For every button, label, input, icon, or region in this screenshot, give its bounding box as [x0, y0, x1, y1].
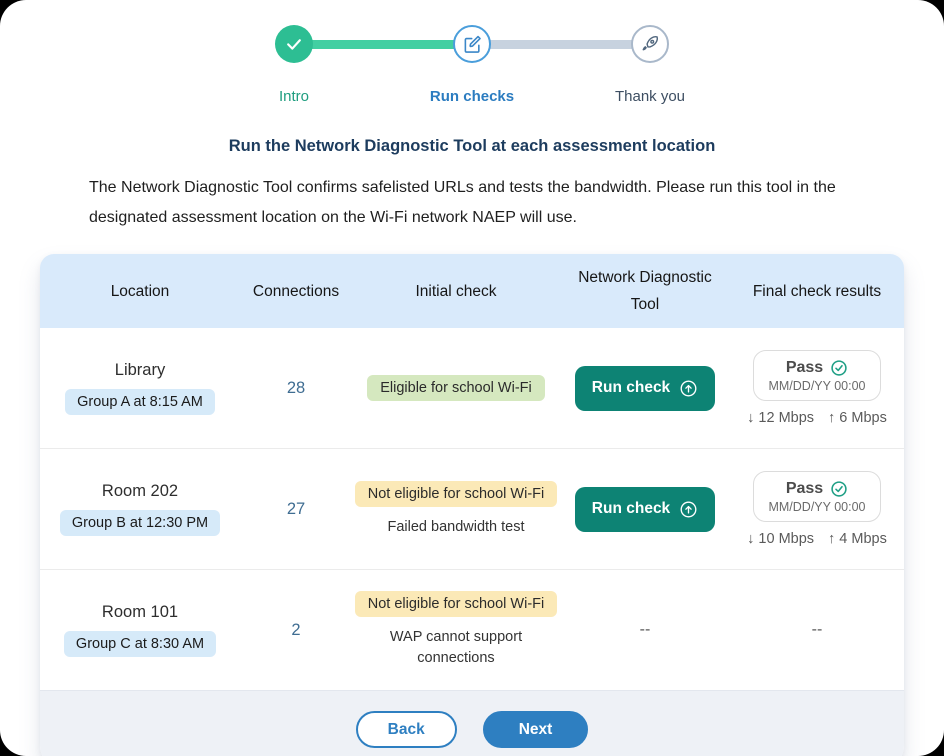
location-name: Library [114, 361, 166, 380]
final-empty-value: -- [811, 621, 823, 639]
download-speed-value: 10 Mbps [758, 531, 815, 548]
connections-count: 2 [291, 620, 301, 639]
up-arrow-icon: ↑ [828, 410, 836, 427]
step-label-thank-you: Thank you [614, 88, 686, 105]
back-button[interactable]: Back [355, 711, 457, 749]
initial-check-note: WAP cannot support connections [389, 629, 523, 667]
download-speed: ↓ 12 Mbps [747, 410, 814, 426]
connections-cell: 28 [240, 328, 352, 448]
step-label-intro: Intro [278, 88, 310, 105]
initial-check-cell: Not eligible for school Wi-Fi WAP cannot… [352, 570, 560, 690]
check-icon [284, 34, 304, 54]
result-timestamp: MM/DD/YY 00:00 [768, 500, 866, 515]
upload-speed: ↑ 6 Mbps [828, 410, 887, 426]
upload-speed: ↑ 4 Mbps [828, 531, 887, 547]
download-speed-value: 12 Mbps [758, 410, 815, 427]
location-cell: Room 101 Group C at 8:30 AM [40, 570, 240, 690]
download-speed: ↓ 10 Mbps [747, 531, 814, 547]
assessment-locations-table: Location Connections Initial check Netwo… [40, 254, 904, 756]
column-header-location: Location [110, 282, 170, 300]
location-cell: Room 202 Group B at 12:30 PM [40, 449, 240, 569]
column-header-ndt: Network Diagnostic Tool [578, 269, 712, 314]
final-check-cell: Pass MM/DD/YY 00:00 ↓ 12 Mbps ↑ 6 Mbps [730, 328, 904, 448]
location-cell: Library Group A at 8:15 AM [40, 328, 240, 448]
step-run-checks [453, 25, 491, 63]
ndt-cell: Run check [560, 328, 730, 448]
page-title: Run the Network Diagnostic Tool at each … [228, 137, 716, 155]
column-header-initial-check: Initial check [415, 282, 497, 300]
stepper: Intro Run checks Thank you [275, 25, 685, 113]
down-arrow-icon: ↓ [747, 410, 755, 427]
location-name: Room 202 [101, 482, 179, 501]
connections-cell: 2 [240, 570, 352, 690]
group-schedule-badge: Group A at 8:15 AM [65, 389, 215, 416]
initial-check-badge: Eligible for school Wi-Fi [367, 375, 545, 402]
edit-icon [463, 35, 482, 54]
run-check-button[interactable]: Run check [574, 486, 716, 532]
final-check-card: Pass MM/DD/YY 00:00 [753, 471, 881, 523]
result-timestamp: MM/DD/YY 00:00 [768, 379, 866, 394]
check-circle-icon [830, 359, 848, 377]
rocket-icon [640, 34, 660, 54]
pass-status: Pass [785, 480, 824, 498]
table-row-room-202: Room 202 Group B at 12:30 PM 27 Not elig… [40, 448, 904, 570]
upload-speed-value: 4 Mbps [839, 531, 887, 548]
initial-check-cell: Eligible for school Wi-Fi [352, 328, 560, 448]
group-schedule-badge: Group B at 12:30 PM [59, 510, 221, 537]
bandwidth-results: ↓ 10 Mbps ↑ 4 Mbps [747, 531, 887, 547]
column-header-final-check: Final check results [752, 282, 882, 300]
final-check-cell: Pass MM/DD/YY 00:00 ↓ 10 Mbps ↑ 4 Mbps [730, 449, 904, 569]
initial-check-cell: Not eligible for school Wi-Fi Failed ban… [352, 449, 560, 569]
page-description: The Network Diagnostic Tool confirms saf… [89, 179, 836, 226]
connections-count: 27 [286, 499, 306, 518]
table-header-row: Location Connections Initial check Netwo… [40, 254, 904, 329]
stepper-connector-complete [294, 40, 472, 49]
down-arrow-icon: ↓ [747, 531, 755, 548]
check-circle-icon [830, 480, 848, 498]
initial-check-note: Failed bandwidth test [387, 518, 525, 535]
location-name: Room 101 [101, 603, 179, 622]
final-check-card: Pass MM/DD/YY 00:00 [753, 350, 881, 402]
next-button[interactable]: Next [482, 711, 589, 749]
connections-cell: 27 [240, 449, 352, 569]
step-label-run-checks: Run checks [429, 88, 515, 105]
table-row-library: Library Group A at 8:15 AM 28 Eligible f… [40, 328, 904, 449]
pass-status: Pass [785, 359, 824, 377]
arrow-up-circle-icon [679, 379, 698, 398]
run-check-label: Run check [591, 500, 671, 518]
group-schedule-badge: Group C at 8:30 AM [63, 631, 217, 658]
ndt-cell: -- [560, 570, 730, 690]
connections-count: 28 [286, 378, 306, 397]
final-check-cell: -- [730, 570, 904, 690]
stepper-connector-upcoming [472, 40, 650, 49]
initial-check-badge: Not eligible for school Wi-Fi [354, 591, 558, 618]
step-thank-you [631, 25, 669, 63]
column-header-connections: Connections [252, 282, 340, 300]
ndt-empty-value: -- [639, 621, 651, 639]
ndt-cell: Run check [560, 449, 730, 569]
initial-check-badge: Not eligible for school Wi-Fi [354, 480, 558, 507]
run-check-button[interactable]: Run check [574, 365, 716, 411]
run-check-label: Run check [591, 379, 671, 397]
upload-speed-value: 6 Mbps [839, 410, 887, 427]
table-row-room-101: Room 101 Group C at 8:30 AM 2 Not eligib… [40, 569, 904, 691]
bandwidth-results: ↓ 12 Mbps ↑ 6 Mbps [747, 410, 887, 426]
step-intro [275, 25, 313, 63]
table-footer: Back Next [40, 690, 904, 756]
arrow-up-circle-icon [679, 500, 698, 519]
up-arrow-icon: ↑ [828, 531, 836, 548]
